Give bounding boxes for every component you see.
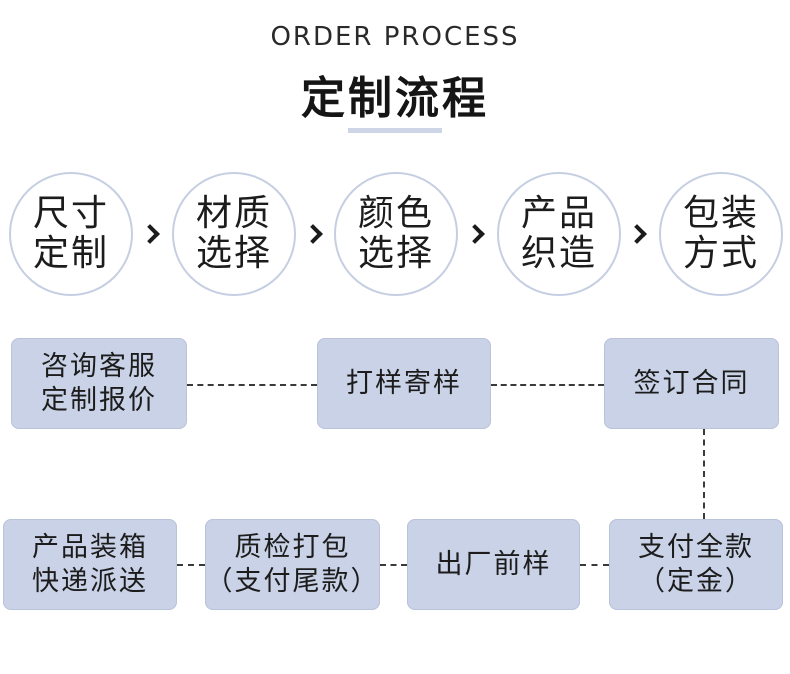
chevron-right-icon: [140, 224, 160, 244]
step-label: 包装 方式: [682, 193, 759, 274]
process-box-label: 签订合同: [633, 367, 750, 399]
process-box-pre-shipment-sample: 出厂前样: [407, 519, 580, 610]
process-box-sampling: 打样寄样: [317, 338, 491, 429]
process-box-inspect-pack: 质检打包 （支付尾款）: [205, 519, 380, 610]
process-box-pack-ship: 产品装箱 快递派送: [3, 519, 177, 610]
process-box-label: 出厂前样: [435, 548, 552, 580]
process-box-label: 支付全款 （定金）: [638, 531, 754, 597]
step-label: 材质 选择: [195, 193, 272, 274]
connector-line: [187, 384, 317, 386]
process-box-label: 咨询客服 定制报价: [41, 350, 157, 416]
step-label: 颜色 选择: [357, 193, 434, 274]
connector-line: [380, 564, 407, 566]
connector-line: [177, 564, 205, 566]
page-subtitle: ORDER PROCESS: [270, 22, 520, 52]
connector-line: [491, 384, 604, 386]
title-underline: [348, 128, 442, 133]
process-box-label: 质检打包 （支付尾款）: [205, 531, 380, 597]
step-packaging: 包装 方式: [659, 172, 783, 296]
step-material: 材质 选择: [172, 172, 296, 296]
step-color: 颜色 选择: [334, 172, 458, 296]
connector-line: [580, 564, 609, 566]
process-box-label: 打样寄样: [346, 367, 462, 399]
chevron-right-icon: [627, 224, 647, 244]
step-weaving: 产品 织造: [497, 172, 621, 296]
page-title: 定制流程: [301, 73, 489, 124]
process-box-consult-quote: 咨询客服 定制报价: [11, 338, 187, 429]
process-box-sign-contract: 签订合同: [604, 338, 779, 429]
step-size-custom: 尺寸 定制: [9, 172, 133, 296]
chevron-right-icon: [465, 224, 485, 244]
connector-line: [703, 429, 705, 519]
step-label: 尺寸 定制: [32, 193, 109, 274]
step-label: 产品 织造: [520, 193, 597, 274]
chevron-right-icon: [303, 224, 323, 244]
process-box-full-payment: 支付全款 （定金）: [609, 519, 783, 610]
process-box-label: 产品装箱 快递派送: [32, 531, 148, 597]
